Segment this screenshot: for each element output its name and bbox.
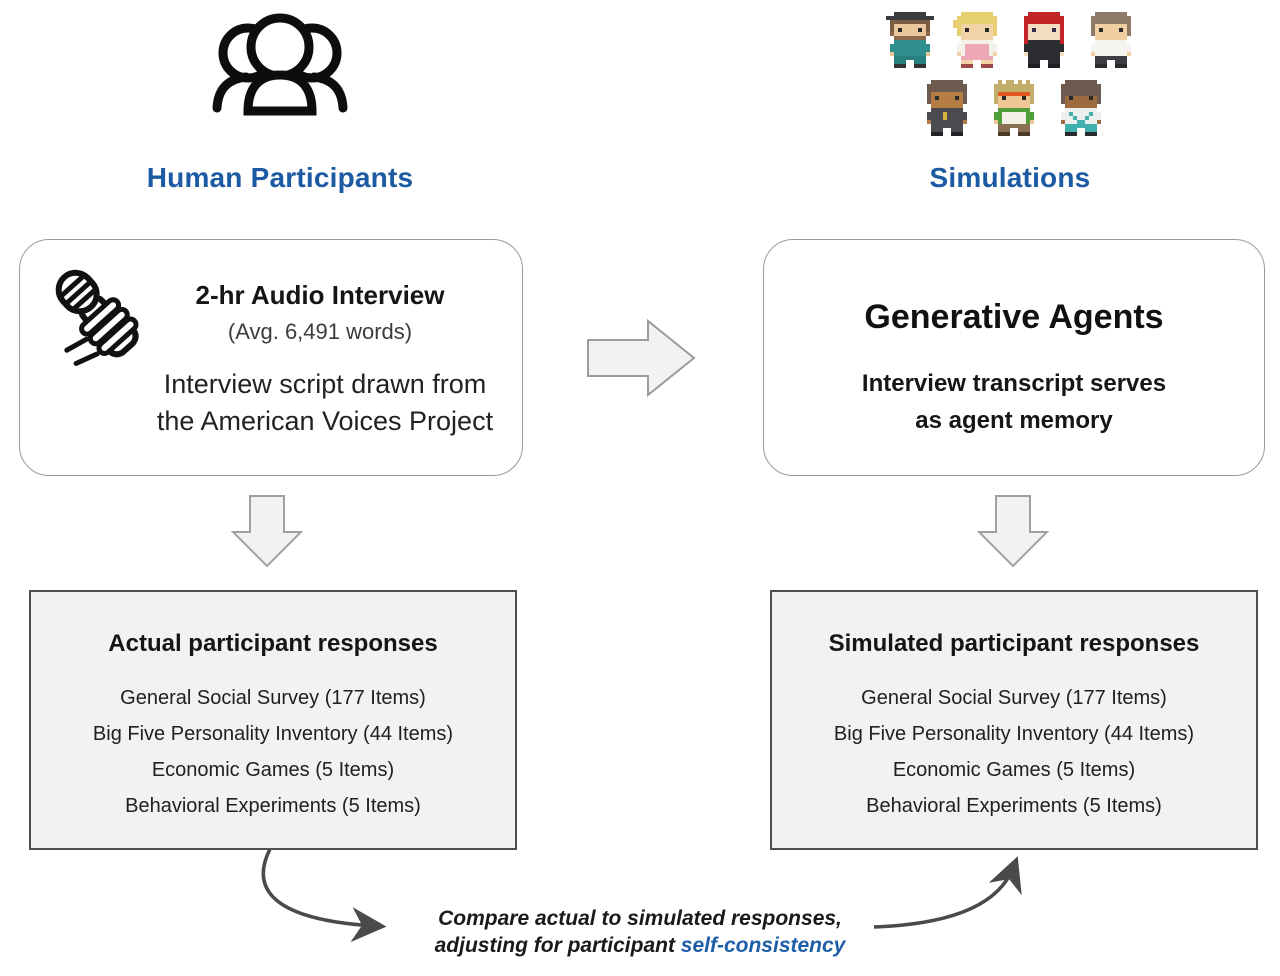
list-item: Economic Games (5 Items)	[151, 759, 395, 781]
self-consistency-highlight: self-consistency	[680, 934, 846, 957]
pixel-characters-row-top	[886, 12, 1135, 68]
actual-responses-title: Actual participant responses	[108, 630, 438, 657]
pixel-character	[953, 12, 1001, 68]
list-item: General Social Survey (177 Items)	[861, 687, 1167, 709]
pixel-character	[990, 80, 1038, 136]
pixel-character	[1087, 12, 1135, 68]
simulated-responses-title: Simulated participant responses	[828, 630, 1200, 657]
actual-responses-list: General Social Survey (177 Items) Big Fi…	[31, 680, 515, 824]
generative-agents-card: Generative Agents Interview transcript s…	[763, 239, 1265, 476]
human-participants-heading: Human Participants	[146, 162, 414, 193]
simulated-responses-panel: Simulated participant responses General …	[770, 590, 1258, 850]
simulations-heading: Simulations	[929, 162, 1091, 193]
list-item: Behavioral Experiments (5 Items)	[125, 795, 421, 817]
interview-card-title: 2-hr Audio Interview	[195, 280, 445, 310]
list-item: Economic Games (5 Items)	[892, 759, 1136, 781]
compare-note-line1: Compare actual to simulated responses,	[438, 907, 842, 930]
pixel-character	[1057, 80, 1105, 136]
pixel-character	[886, 12, 934, 68]
interview-card-subtitle: (Avg. 6,491 words)	[227, 319, 413, 344]
pixel-character	[923, 80, 971, 136]
flow-arrow-down-right-icon	[976, 495, 1050, 568]
list-item: General Social Survey (177 Items)	[120, 687, 426, 709]
pixel-characters-row-bottom	[923, 80, 1105, 136]
hand-holding-microphone-icon	[45, 263, 149, 367]
flow-arrow-right-icon	[587, 318, 696, 398]
list-item: Big Five Personality Inventory (44 Items…	[92, 723, 454, 745]
list-item: Behavioral Experiments (5 Items)	[866, 795, 1162, 817]
flow-arrow-down-left-icon	[230, 495, 304, 568]
pixel-character	[1020, 12, 1068, 68]
generative-agents-body: Interview transcript serves as agent mem…	[861, 370, 1167, 434]
people-group-icon	[212, 10, 348, 116]
simulated-responses-list: General Social Survey (177 Items) Big Fi…	[772, 680, 1256, 824]
compare-note-line2: adjusting for participant self-consisten…	[434, 934, 846, 957]
interview-card-body: Interview script drawn from the American…	[156, 369, 494, 436]
list-item: Big Five Personality Inventory (44 Items…	[833, 723, 1195, 745]
interview-card: 2-hr Audio Interview (Avg. 6,491 words) …	[19, 239, 523, 476]
actual-responses-panel: Actual participant responses General Soc…	[29, 590, 517, 850]
generative-agents-title: Generative Agents	[864, 298, 1164, 336]
compare-note: Compare actual to simulated responses, a…	[0, 905, 1280, 959]
